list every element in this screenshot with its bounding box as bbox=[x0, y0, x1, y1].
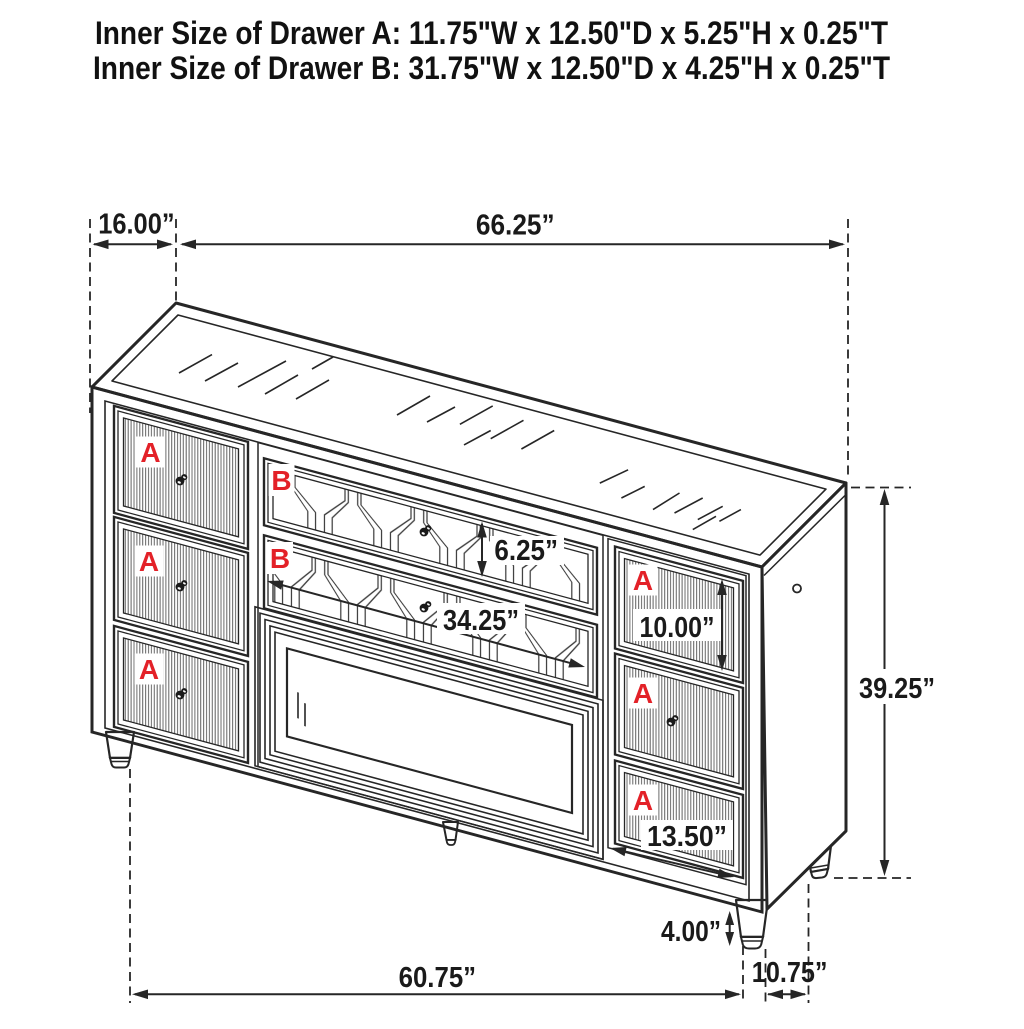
svg-text:B: B bbox=[270, 543, 290, 574]
svg-text:B: B bbox=[271, 465, 291, 496]
svg-text:6.25”: 6.25” bbox=[494, 535, 558, 567]
svg-text:39.25”: 39.25” bbox=[859, 673, 935, 705]
svg-text:A: A bbox=[633, 565, 653, 596]
svg-text:34.25”: 34.25” bbox=[443, 605, 519, 637]
svg-text:Inner Size of Drawer A: 11.75": Inner Size of Drawer A: 11.75"W x 12.50"… bbox=[95, 15, 888, 51]
svg-text:A: A bbox=[139, 546, 159, 577]
svg-text:16.00”: 16.00” bbox=[98, 209, 174, 241]
svg-text:A: A bbox=[633, 785, 653, 816]
svg-text:A: A bbox=[633, 678, 653, 709]
svg-text:10.00”: 10.00” bbox=[640, 612, 715, 644]
svg-text:A: A bbox=[139, 654, 159, 685]
svg-text:A: A bbox=[140, 437, 160, 468]
svg-text:60.75”: 60.75” bbox=[399, 962, 477, 994]
svg-text:Inner Size of Drawer B: 31.75": Inner Size of Drawer B: 31.75"W x 12.50"… bbox=[93, 50, 890, 86]
svg-text:10.75”: 10.75” bbox=[752, 957, 828, 989]
svg-text:4.00”: 4.00” bbox=[661, 916, 721, 948]
svg-text:13.50”: 13.50” bbox=[647, 821, 727, 853]
svg-text:66.25”: 66.25” bbox=[476, 210, 555, 242]
